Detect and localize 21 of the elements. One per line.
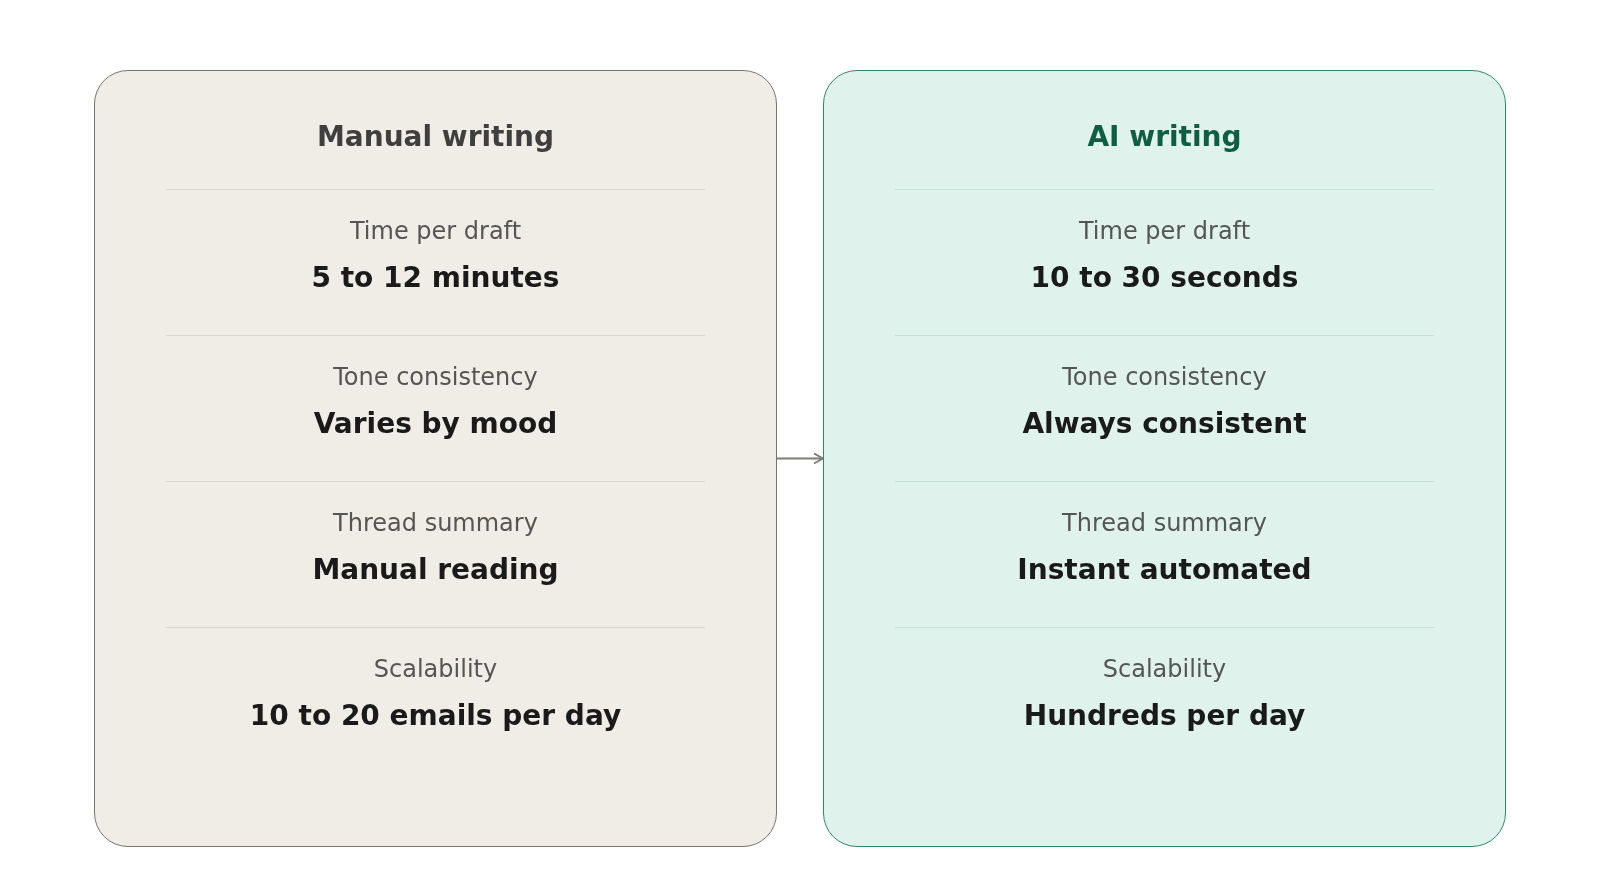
metric-value: Hundreds per day — [1023, 698, 1306, 732]
metric-value: Always consistent — [1022, 406, 1307, 440]
metric-value: Varies by mood — [313, 406, 558, 440]
metric-label: Thread summary — [1062, 509, 1267, 537]
metric-value: 10 to 20 emails per day — [249, 698, 622, 732]
card-title: AI writing — [1087, 119, 1242, 153]
comparison-card — [94, 70, 777, 847]
metric-label: Scalability — [373, 655, 498, 683]
metric-label: Time per draft — [1078, 217, 1251, 245]
metric-label: Tone consistency — [1062, 363, 1267, 391]
metric-value: 10 to 30 seconds — [1030, 260, 1299, 294]
metric-label: Tone consistency — [333, 363, 538, 391]
card-title: Manual writing — [316, 119, 555, 153]
metric-value: Instant automated — [1017, 552, 1312, 586]
arrow — [776, 452, 824, 465]
metric-value: 5 to 12 minutes — [311, 260, 560, 294]
comparison-card — [823, 70, 1506, 847]
metric-label: Thread summary — [333, 509, 538, 537]
metric-label: Time per draft — [349, 217, 522, 245]
metric-value: Manual reading — [312, 552, 559, 586]
metric-label: Scalability — [1102, 655, 1227, 683]
